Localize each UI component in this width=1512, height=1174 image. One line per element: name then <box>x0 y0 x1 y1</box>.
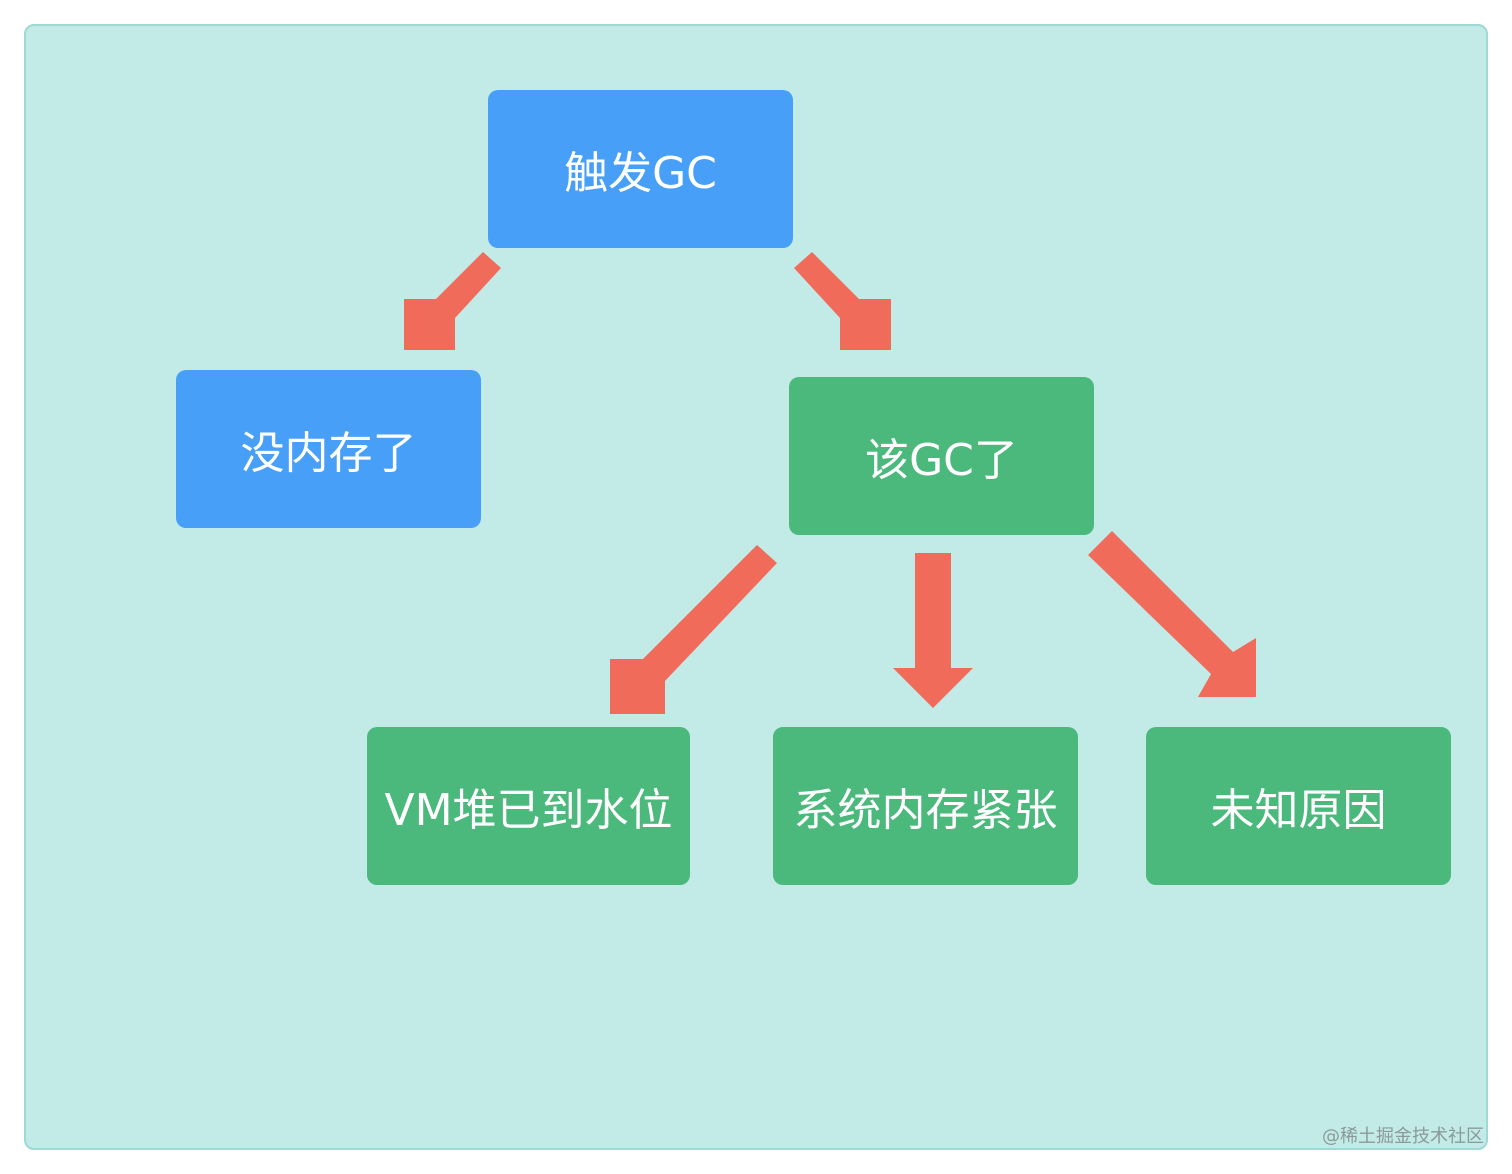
arrow-should-gc-to-vm-heap <box>610 545 777 714</box>
arrow-should-gc-to-unknown-reason <box>1088 531 1256 697</box>
node-no-memory-label: 没内存了 <box>240 428 417 479</box>
node-unknown-reason: 未知原因 <box>1146 727 1451 885</box>
node-root: 触发GC <box>488 90 793 248</box>
watermark: @稀土掘金技术社区 <box>1322 1126 1484 1147</box>
node-system-memory-label: 系统内存紧张 <box>793 785 1058 836</box>
node-unknown-reason-label: 未知原因 <box>1210 785 1387 836</box>
arrow-root-to-should-gc <box>794 252 891 350</box>
node-vm-heap: VM堆已到水位 <box>367 727 690 885</box>
node-root-label: 触发GC <box>564 148 717 199</box>
node-system-memory: 系统内存紧张 <box>773 727 1078 885</box>
arrow-should-gc-to-system-memory <box>893 553 973 708</box>
node-should-gc-label: 该GC了 <box>865 435 1018 486</box>
node-no-memory: 没内存了 <box>176 370 481 528</box>
arrow-root-to-no-memory <box>404 252 501 350</box>
node-should-gc: 该GC了 <box>789 377 1094 535</box>
node-vm-heap-label: VM堆已到水位 <box>384 785 673 836</box>
